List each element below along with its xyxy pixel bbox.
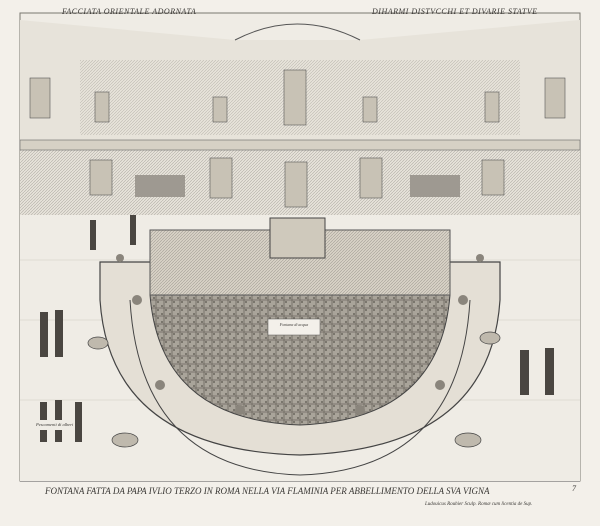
figures	[40, 215, 554, 442]
header-left-title: FACCIATA ORIENTALE ADORNATA	[62, 7, 197, 16]
pedestals	[87, 331, 501, 448]
header-right-title: DIHARMI DISTVCCHI ET DIVARIE STATVE	[372, 7, 538, 16]
fountain	[99, 217, 501, 476]
caption-title: FONTANA FATTA DA PAPA IVLIO TERZO IN ROM…	[45, 486, 490, 496]
fountain-plaque-label: Fontana di acqua	[279, 322, 309, 327]
page-number: 7	[572, 484, 576, 493]
engraver-credit: Ludouicus Rouhier Sculp. Romæ cum licent…	[425, 502, 533, 507]
people-note-label: Pescamenti di alberi	[36, 422, 74, 427]
palace-facade	[19, 20, 581, 215]
